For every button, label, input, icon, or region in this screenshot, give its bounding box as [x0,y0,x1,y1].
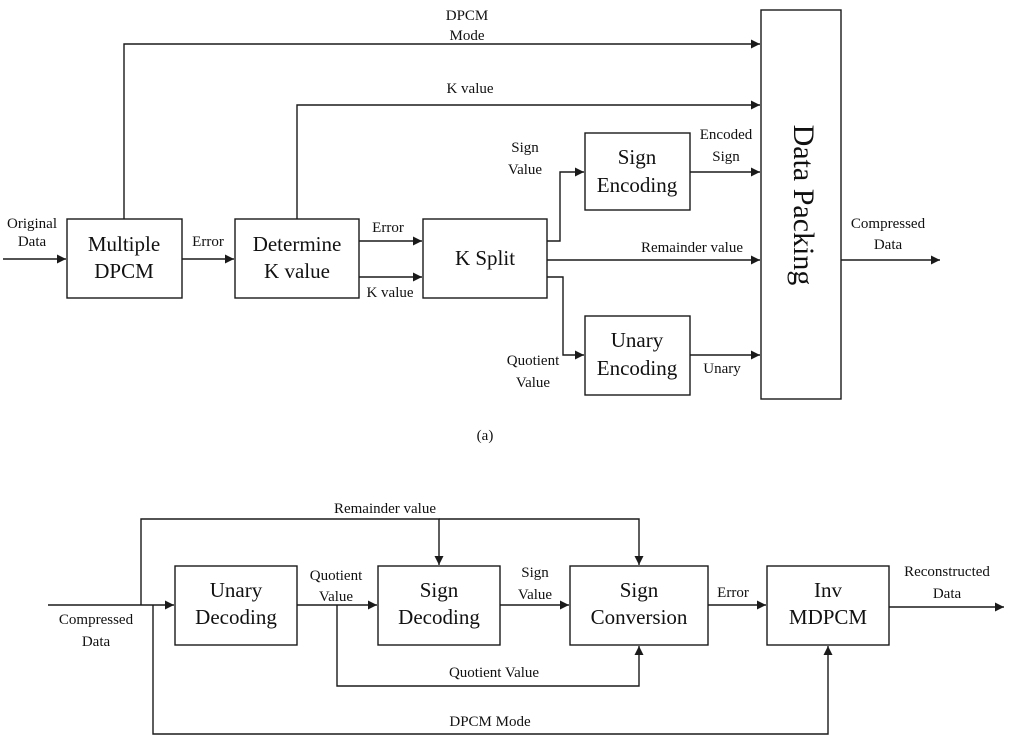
quotient-value-label-line2: Value [516,375,550,391]
encoded-sign-label-line2: Sign [712,149,740,165]
sign-encoding-block [584,132,691,211]
multiple-dpcm-label-line1: Multiple [88,232,160,256]
sign-decoding-label-line1: Sign [420,578,459,602]
k-split-block [422,218,548,299]
sign-value-arrow [547,167,584,242]
remainder-value-dec-label: Remainder value [334,501,436,517]
sign-decoding-label-line2: Decoding [398,605,480,629]
remainder-value-label: Remainder value [641,240,743,256]
sign-value-dec-label-line2: Value [518,587,552,603]
quotient-value-bypass-arrow [336,605,644,687]
k-value-top-arrow [296,100,760,219]
unary-encoding-block [584,315,691,396]
compressed-data-label-line1: Compressed [851,216,926,232]
encoded-sign-label-line1: Encoded [700,127,753,143]
k-split-label: K Split [455,246,515,270]
quotient-value-dec-label-line1: Quotient [310,568,363,584]
dpcm-mode-label-line2: Mode [450,28,485,44]
k-value-top-label: K value [446,81,493,97]
unary-encoding-label-line2: Encoding [597,356,678,380]
quotient-value-label-line1: Quotient [507,353,560,369]
dpcm-mode-arrow [123,39,760,219]
reconstructed-data-label-line2: Data [933,586,962,602]
error-label-2: Error [372,220,404,236]
dpcm-mode-label-line1: DPCM [446,8,489,24]
sign-conversion-block [569,565,709,646]
quotient-value-bypass-label: Quotient Value [449,665,539,681]
sign-value-dec-label-line1: Sign [521,565,549,581]
remainder-to-sign-decoding-arrow [140,518,444,605]
remainder-to-sign-conversion-arrow [439,518,644,565]
multiple-dpcm-block [66,218,183,299]
unary-encoding-label-line1: Unary [611,328,664,352]
sign-encoding-label-line1: Sign [618,145,657,169]
multiple-dpcm-label-line2: DPCM [94,259,154,283]
sign-conversion-label-line2: Conversion [591,605,688,629]
compressed-data-label-line2: Data [874,237,903,253]
sign-conversion-label-line1: Sign [620,578,659,602]
encoder-diagram: Multiple DPCM Determine K value K Split … [3,8,940,444]
unary-decoding-label-line2: Decoding [195,605,277,629]
sign-value-label-line1: Sign [511,140,539,156]
dpcm-mode-arrow-dec [152,605,833,735]
data-packing-label: Data Packing [787,125,820,286]
sign-decoding-block [377,565,501,646]
unary-label: Unary [703,361,741,377]
compressed-data-dec-label-line1: Compressed [59,612,134,628]
determine-k-label-line1: Determine [253,232,342,256]
quotient-value-arrow [547,276,584,360]
inv-mdpcm-block [766,565,890,646]
determine-k-block [234,218,360,299]
original-data-label-line2: Data [18,234,47,250]
error-dec-label: Error [717,585,749,601]
inv-mdpcm-label-line2: MDPCM [789,605,868,629]
unary-decoding-block [174,565,298,646]
decoder-diagram: Unary Decoding Sign Decoding Sign Conver… [48,501,1004,735]
sign-value-label-line2: Value [508,162,542,178]
reconstructed-data-label-line1: Reconstructed [904,564,990,580]
quotient-value-dec-label-line2: Value [319,589,353,605]
unary-decoding-label-line1: Unary [210,578,263,602]
original-data-label-line1: Original [7,216,57,232]
sign-encoding-label-line2: Encoding [597,173,678,197]
error-label-1: Error [192,234,224,250]
data-packing-block [760,9,842,400]
determine-k-label-line2: K value [264,259,330,283]
dpcm-mode-dec-label: DPCM Mode [449,714,531,730]
k-value-label-small: K value [366,285,413,301]
inv-mdpcm-label-line1: Inv [814,578,842,602]
compressed-data-dec-label-line2: Data [82,634,111,650]
figure-caption-a: (a) [477,428,494,444]
